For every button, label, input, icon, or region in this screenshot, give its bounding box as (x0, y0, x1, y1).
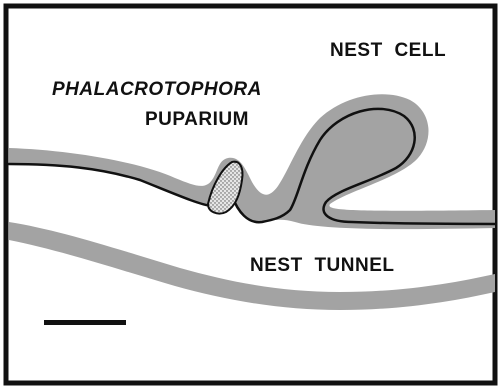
scale-bar (44, 320, 126, 325)
genus-label: PHALACROTOPHORA (52, 79, 262, 101)
nest-tunnel-label: NEST TUNNEL (250, 255, 395, 277)
nest-cell-label: NEST CELL (330, 40, 446, 62)
puparium-label: PUPARIUM (145, 109, 249, 131)
